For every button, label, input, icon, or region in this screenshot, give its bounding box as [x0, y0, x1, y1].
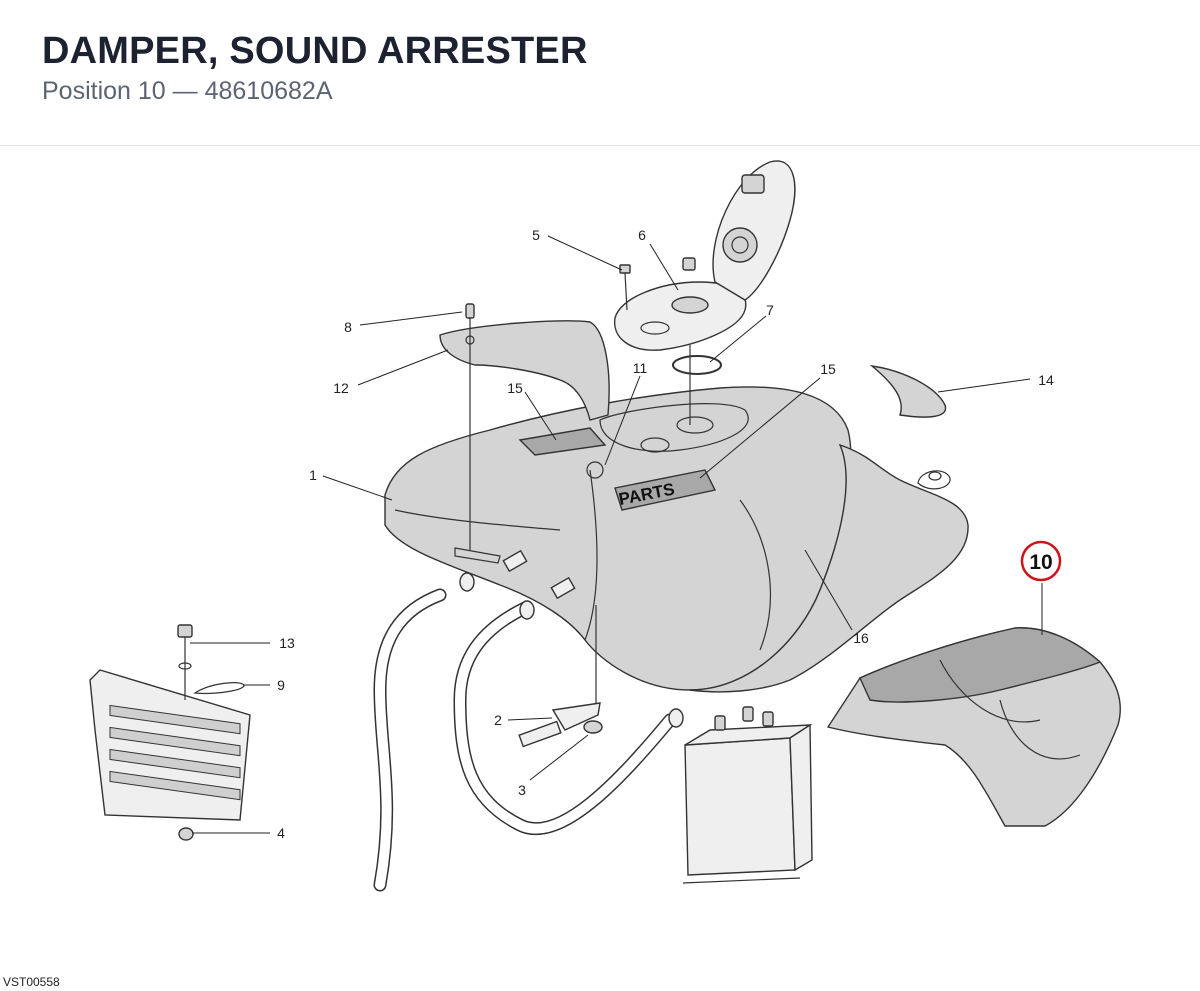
- o-ring: [672, 355, 722, 375]
- evap-canister: [682, 706, 813, 884]
- page-header: DAMPER, SOUND ARRESTER Position 10 — 486…: [0, 0, 1200, 146]
- page-subtitle: Position 10 — 48610682A: [42, 77, 333, 105]
- drawing-code: VST00558: [3, 975, 60, 989]
- callout-labels: 5 6 7 8 12 11 15 15 14 1 16 13 9 4 2 3: [277, 227, 1054, 841]
- highlighted-callout-10[interactable]: 10: [1020, 540, 1062, 582]
- side-cover: [869, 364, 947, 418]
- callout-3[interactable]: 3: [518, 782, 526, 798]
- callout-12[interactable]: 12: [333, 380, 349, 396]
- callout-4[interactable]: 4: [277, 825, 285, 841]
- callout-14[interactable]: 14: [1038, 372, 1054, 388]
- callout-10: 10: [1029, 551, 1052, 574]
- callout-7[interactable]: 7: [766, 302, 774, 318]
- callout-8[interactable]: 8: [344, 319, 352, 335]
- sound-arrester-damper: [826, 627, 1121, 827]
- callout-11[interactable]: 11: [633, 360, 648, 376]
- callout-15a[interactable]: 15: [507, 380, 523, 396]
- radiator-grille: [89, 669, 251, 841]
- callout-1[interactable]: 1: [309, 467, 317, 483]
- leader-lines: [190, 235, 1043, 834]
- callout-2[interactable]: 2: [494, 712, 502, 728]
- page-title: DAMPER, SOUND ARRESTER: [42, 30, 588, 72]
- callout-9[interactable]: 9: [277, 677, 285, 693]
- fuel-tank: PARTS: [384, 386, 969, 693]
- tank-bracket: [439, 303, 610, 550]
- callout-16[interactable]: 16: [853, 630, 869, 646]
- fuel-cap: [614, 160, 796, 351]
- callout-6[interactable]: 6: [638, 227, 646, 243]
- mounting-bolt: [177, 624, 245, 700]
- callout-5[interactable]: 5: [532, 227, 540, 243]
- callout-15b[interactable]: 15: [820, 361, 836, 377]
- exploded-parts-diagram: PARTS: [89, 160, 1121, 892]
- callout-13[interactable]: 13: [279, 635, 295, 651]
- bottom-bracket: [518, 605, 603, 748]
- fuel-hoses: [373, 572, 684, 892]
